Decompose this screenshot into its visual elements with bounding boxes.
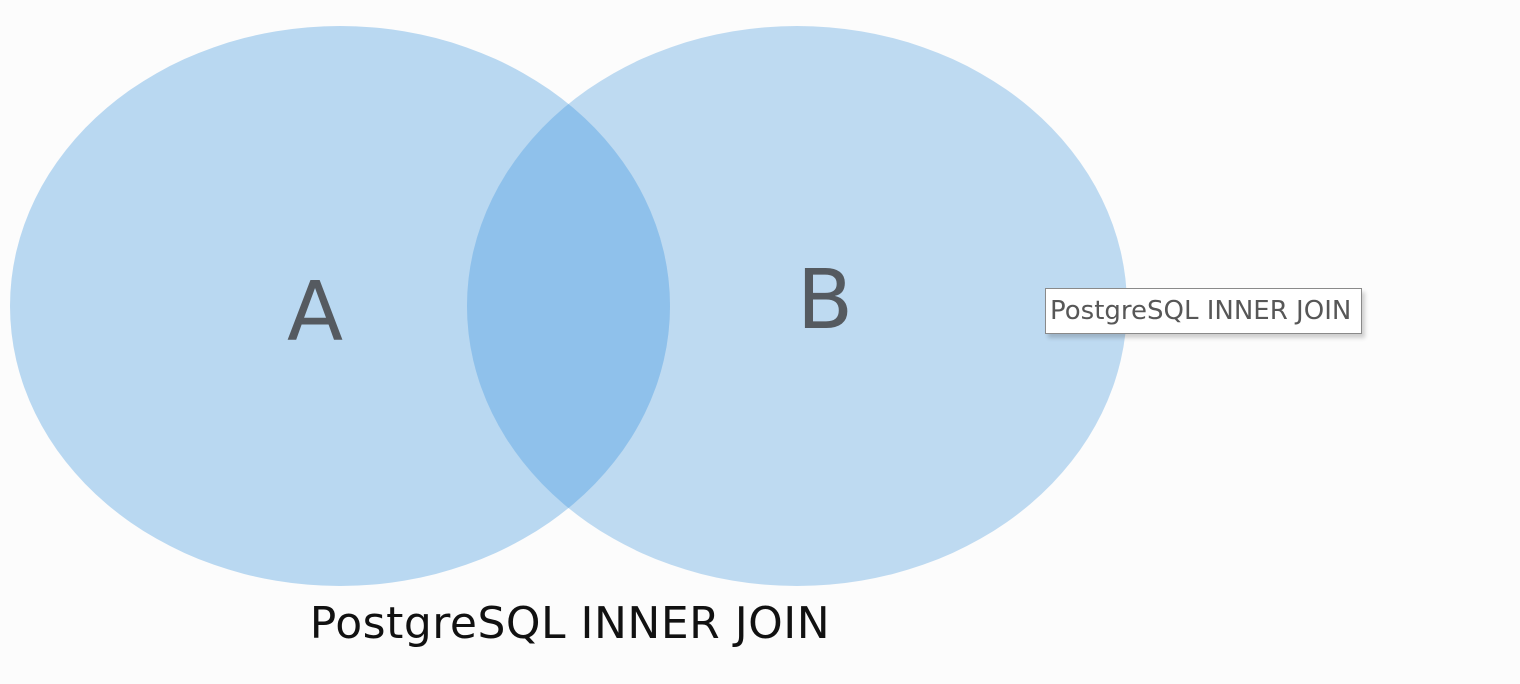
diagram-caption: PostgreSQL INNER JOIN (309, 598, 831, 649)
set-a-label: A (287, 265, 343, 360)
tooltip: PostgreSQL INNER JOIN (1045, 288, 1363, 334)
set-b-label: B (797, 253, 853, 348)
set-b-circle (467, 26, 1127, 586)
set-a-circle (10, 26, 670, 586)
